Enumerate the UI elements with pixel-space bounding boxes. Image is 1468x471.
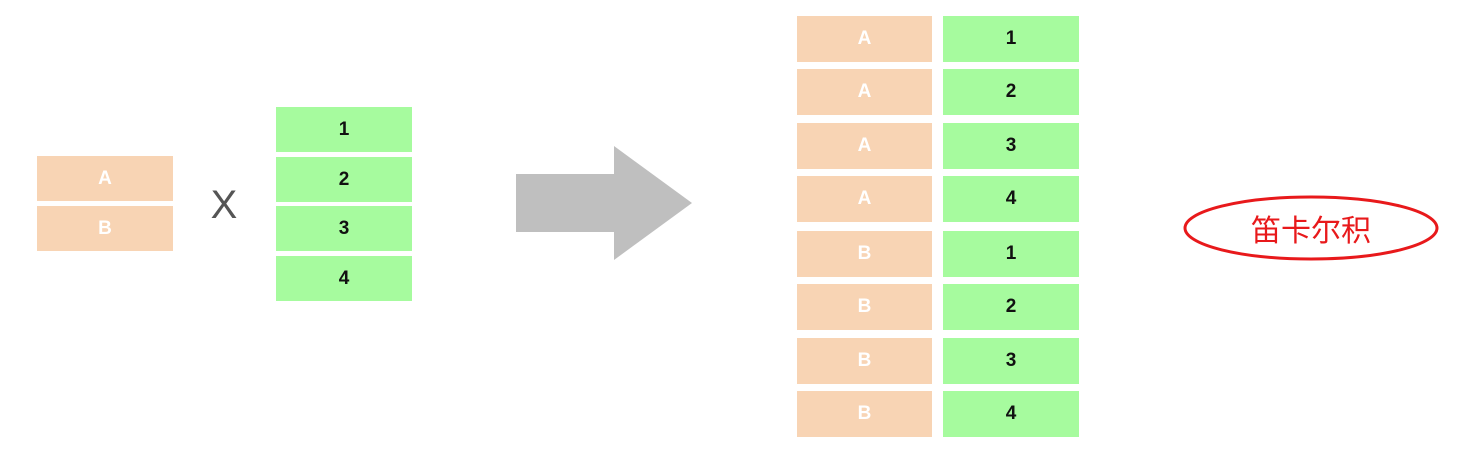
ellipse-outline	[1183, 195, 1439, 261]
right-set-cell: 2	[276, 157, 412, 202]
left-set-cell: B	[37, 206, 173, 251]
result-letter-cell: A	[797, 16, 932, 62]
result-number-cell: 4	[943, 391, 1079, 437]
right-set-cell: 1	[276, 107, 412, 152]
result-letter-cell: A	[797, 176, 932, 222]
result-letter-cell: A	[797, 123, 932, 169]
result-number-cell: 4	[943, 176, 1079, 222]
right-set-cell: 3	[276, 206, 412, 251]
result-letter-cell: A	[797, 69, 932, 115]
result-letter-cell: B	[797, 338, 932, 384]
cross-product-operator: X	[210, 182, 238, 227]
result-letter-cell: B	[797, 284, 932, 330]
right-set-cell: 4	[276, 256, 412, 301]
result-letter-cell: B	[797, 231, 932, 277]
result-letter-cell: B	[797, 391, 932, 437]
label-text: 笛卡尔积	[1251, 214, 1371, 249]
right-arrow-icon	[516, 146, 692, 260]
result-number-cell: 1	[943, 16, 1079, 62]
left-set-cell: A	[37, 156, 173, 201]
result-number-cell: 3	[943, 123, 1079, 169]
result-number-cell: 2	[943, 284, 1079, 330]
result-number-cell: 2	[943, 69, 1079, 115]
result-number-cell: 3	[943, 338, 1079, 384]
result-number-cell: 1	[943, 231, 1079, 277]
cartesian-product-label: 笛卡尔积	[1183, 195, 1439, 261]
